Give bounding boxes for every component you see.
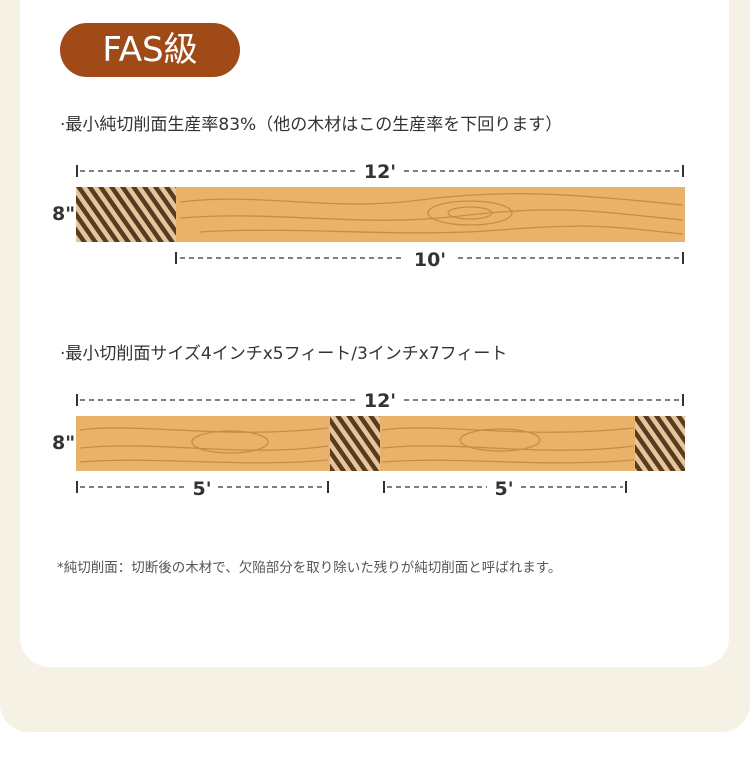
board-1-bottom-dimension: 10' bbox=[175, 249, 684, 271]
board-1-top-dimension: 12' bbox=[76, 161, 684, 183]
board-2-segment-2-length: 5' bbox=[494, 478, 513, 500]
board-2-top-dimension: 12' bbox=[76, 390, 684, 412]
board-2-bottom-dimension-1: 5' bbox=[76, 478, 329, 500]
yield-description: ·最小純切削面生産率83%（他の木材はこの生産率を下回ります） bbox=[60, 115, 563, 135]
content-card bbox=[20, 0, 729, 667]
cutting-size-description: ·最小切削面サイズ4インチx5フィート/3インチx7フィート bbox=[60, 344, 508, 364]
board-2-defect-middle bbox=[330, 416, 380, 471]
board-1-total-length: 12' bbox=[364, 161, 396, 183]
board-1-defect-area bbox=[76, 187, 176, 242]
board-2 bbox=[76, 416, 685, 471]
board-1 bbox=[76, 187, 685, 242]
board-2-defect-end bbox=[635, 416, 685, 471]
board-1-thickness: 8" bbox=[52, 203, 75, 225]
grade-badge: FAS級 bbox=[60, 23, 240, 77]
board-2-thickness: 8" bbox=[52, 432, 75, 454]
board-2-bottom-dimension-2: 5' bbox=[383, 478, 627, 500]
footnote: *純切削面：切断後の木材で、欠陥部分を取り除いた残りが純切削面と呼ばれます。 bbox=[57, 560, 562, 576]
board-2-total-length: 12' bbox=[364, 390, 396, 412]
board-1-clear-length: 10' bbox=[414, 249, 446, 271]
board-2-segment-1-length: 5' bbox=[192, 478, 211, 500]
